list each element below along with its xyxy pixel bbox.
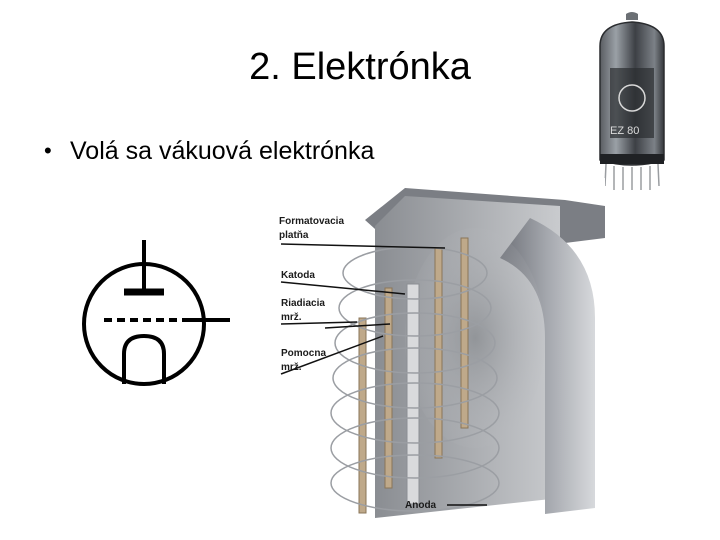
tube-tip [626, 12, 638, 20]
tube-cutaway-illustration: Formatovacia platňa Katoda Riadiacia mrž… [275, 178, 605, 524]
tube-marking: EZ 80 [610, 125, 639, 137]
label-riadiacia: Riadiacia [281, 298, 325, 309]
cathode-heater [124, 336, 164, 384]
label-formatovacia: Formatovacia [279, 216, 344, 227]
label-anoda: Anoda [405, 500, 437, 511]
bullet-text: Volá sa vákuová elektrónka [70, 134, 374, 168]
electron-beam [405, 228, 545, 448]
bullet-item: • Volá sa vákuová elektrónka [44, 134, 374, 168]
tube-base [600, 154, 664, 164]
label-pomocna: Pomocna [281, 348, 326, 359]
cathode-rod [407, 284, 419, 504]
label-katoda: Katoda [281, 270, 315, 281]
bullet-dot: • [44, 134, 70, 168]
label-platna: platňa [279, 230, 309, 241]
label-riadiacia-mrz: mrž. [281, 312, 302, 323]
tube-pins [605, 164, 659, 190]
vacuum-tube-symbol [78, 238, 238, 388]
tube-photo: EZ 80 [592, 10, 672, 190]
